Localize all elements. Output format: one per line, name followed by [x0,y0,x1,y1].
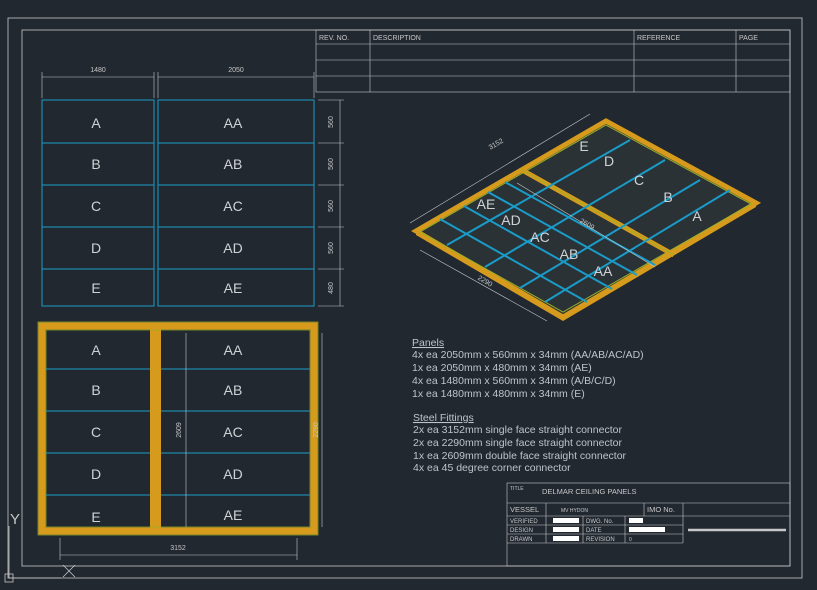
dim-560-a: 560 [328,116,335,128]
page-header: PAGE [739,35,758,42]
ucs-icon [4,526,76,583]
framed-label-ac: AC [223,424,242,440]
iso-label-ad: AD [501,212,520,228]
dim-3152: 3152 [170,545,186,552]
fittings-line-3: 1x ea 2609mm double face straight connec… [413,450,627,462]
outer-frame [7,17,803,579]
revision-value: 0 [629,537,632,543]
iso-label-ac: AC [530,229,549,245]
dim-2290: 2290 [313,422,320,438]
dwg-no-label: DWG. No. [586,519,614,525]
framed-label-c: C [91,424,101,440]
panels-line-4: 1x ea 1480mm x 480mm x 34mm (E) [412,388,585,400]
revision-table [315,29,791,93]
panel-label-ae: AE [224,280,243,296]
panel-label-c: C [91,198,101,214]
dwg-no-fill [629,518,643,523]
fittings-line-1: 2x ea 3152mm single face straight connec… [413,424,622,436]
description-header: DESCRIPTION [373,35,421,42]
panels-line-1: 4x ea 2050mm x 560mm x 34mm (AA/AB/AC/AD… [412,349,644,361]
panel-label-a: A [91,115,101,131]
fittings-line-4: 4x ea 45 degree corner connector [413,462,571,474]
design-fill [553,527,579,532]
verified-label: VERIFIED [510,519,538,525]
drawn-label: DRAWN [510,537,532,543]
drawing-title: DELMAR CEILING PANELS [542,487,636,496]
framed-label-d: D [91,466,101,482]
dim-560-d: 560 [328,242,335,254]
title-block [506,482,791,567]
iso-label-d: D [604,153,614,169]
inner-frame [21,29,791,567]
panels-line-3: 4x ea 1480mm x 560mm x 34mm (A/B/C/D) [412,375,616,387]
panel-label-ab: AB [224,156,243,172]
framed-label-a: A [91,342,101,358]
dim-1480: 1480 [90,67,106,74]
panel-label-ad: AD [223,240,242,256]
fittings-title: Steel Fittings [413,412,474,424]
verified-fill [553,518,579,523]
design-label: DESIGN [510,528,533,534]
drawn-fill [553,536,579,541]
vessel-value: MV HYDON [561,508,588,514]
reference-header: REFERENCE [637,35,681,42]
dim-560-b: 560 [328,158,335,170]
framed-label-b: B [91,382,100,398]
date-label: DATE [586,528,602,534]
rev-no-header: REV. NO. [319,35,349,42]
panels-title: Panels [412,337,444,349]
vessel-label: VESSEL [510,505,539,514]
panel-label-ac: AC [223,198,242,214]
imo-label: IMO No. [647,505,675,514]
iso-label-ab: AB [560,246,579,262]
framed-label-ad: AD [223,466,242,482]
framed-view: 2609 2290 3152 A B C D E AA AB AC AD AE [37,321,323,560]
isometric-view: 3152 2609 2290 E D C B A AE AD AC AB AA [409,113,762,322]
dim-2609: 2609 [176,422,183,438]
panel-label-e: E [91,280,100,296]
fittings-line-2: 2x ea 2290mm single face straight connec… [413,437,622,449]
dim-2050: 2050 [228,67,244,74]
panels-line-2: 1x ea 2050mm x 480mm x 34mm (AE) [412,362,592,374]
dim-480: 480 [328,282,335,294]
framed-label-e: E [91,509,100,525]
top-view: 1480 2050 560 560 560 560 480 A B C D E … [41,67,344,307]
framed-label-ab: AB [224,382,243,398]
iso-label-e: E [579,138,588,154]
iso-dim-3152: 3152 [488,138,505,152]
iso-label-b: B [663,189,672,205]
panel-label-d: D [91,240,101,256]
dim-560-c: 560 [328,200,335,212]
framed-label-ae: AE [224,507,243,523]
panel-label-b: B [91,156,100,172]
framed-label-aa: AA [224,342,243,358]
date-fill [629,527,665,532]
panel-label-aa: AA [224,115,243,131]
title-caption: TITLE [510,486,524,492]
iso-label-c: C [634,172,644,188]
ucs-y-label: Y [10,511,20,528]
iso-label-ae: AE [477,196,496,212]
notes: Panels 4x ea 2050mm x 560mm x 34mm (AA/A… [412,337,644,474]
iso-label-a: A [692,208,702,224]
revision-label: REVISION [586,537,615,543]
iso-label-aa: AA [594,263,613,279]
